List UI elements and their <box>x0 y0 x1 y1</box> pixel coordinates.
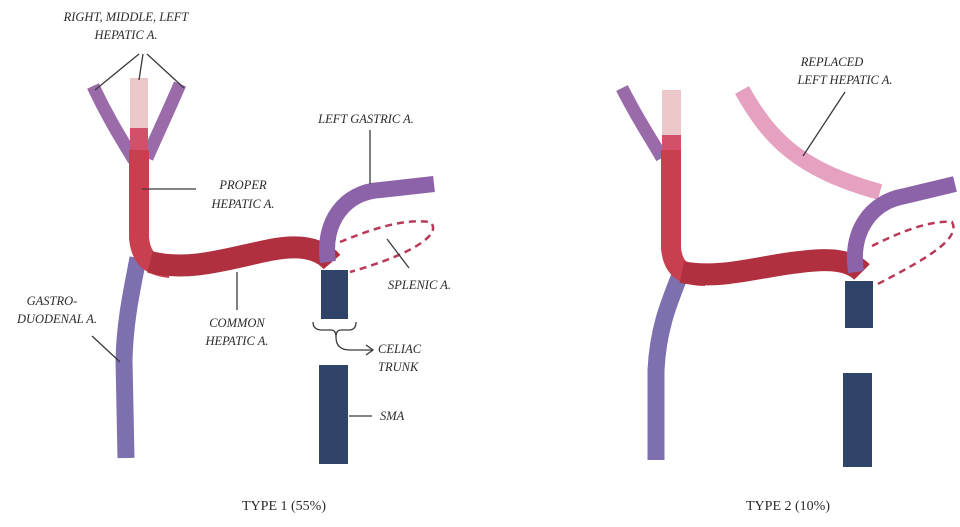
type1-right-hepatic-artery <box>93 86 134 160</box>
type1-splenic-artery <box>340 221 433 272</box>
type1-middle-hepatic-artery <box>130 78 148 133</box>
type1-label-gd-line2: DUODENAL A. <box>16 312 97 326</box>
type1-label-proper-line2: HEPATIC A. <box>211 197 275 211</box>
type1-label-common-line1: COMMON <box>209 316 265 330</box>
type1-label-celiac-line2: TRUNK <box>378 360 419 374</box>
type1-label-common-line2: HEPATIC A. <box>205 334 269 348</box>
type2-common-hepatic-artery <box>682 260 862 274</box>
type1-label-gd-line1: GASTRO- <box>27 294 78 308</box>
type1-left-hepatic-artery <box>147 84 180 158</box>
type1-common-hepatic-artery <box>150 247 332 265</box>
type1-label-rml-line1: RIGHT, MIDDLE, LEFT <box>63 10 190 24</box>
type2-splenic-artery <box>872 222 953 286</box>
type1-left-gastric-artery <box>327 184 434 262</box>
type1-label-splenic: SPLENIC A. <box>388 278 451 292</box>
type2-middle-hepatic-artery <box>662 90 681 140</box>
type1-gastroduodenal-artery <box>124 258 138 458</box>
type2-right-hepatic-artery <box>622 88 662 158</box>
type1-label-proper-line1: PROPER <box>218 178 267 192</box>
type1-pointer-middle <box>139 54 143 80</box>
type2-gastroduodenal-artery <box>656 275 680 460</box>
type2-celiac-trunk <box>845 281 873 328</box>
type1-sma <box>319 365 348 464</box>
type2-pointer-replaced <box>803 92 845 156</box>
type2-label-replaced-line2: LEFT HEPATIC A. <box>796 73 892 87</box>
type1-proper-hepatic-artery <box>139 150 170 268</box>
type1-celiac-arrow <box>336 337 372 350</box>
type1-pointer-left <box>147 54 184 88</box>
type2-sma <box>843 373 872 467</box>
type1-caption: TYPE 1 (55%) <box>242 499 326 514</box>
type2-group: REPLACED LEFT HEPATIC A. TYPE 2 (10%) <box>622 55 955 514</box>
type1-celiac-trunk <box>321 270 348 319</box>
type1-label-sma: SMA <box>380 409 405 423</box>
type2-proper-hepatic-artery <box>671 150 705 276</box>
type1-celiac-brace <box>313 322 356 337</box>
type1-group: RIGHT, MIDDLE, LEFT HEPATIC A. PROPER HE… <box>16 10 451 514</box>
type2-replaced-left-hepatic-artery <box>742 90 880 192</box>
type1-pointer-splenic <box>387 239 409 268</box>
type1-label-celiac-line1: CELIAC <box>378 342 422 356</box>
type1-label-rml-line2: HEPATIC A. <box>94 28 158 42</box>
type2-label-replaced-line1: REPLACED <box>800 55 864 69</box>
type1-pointer-gastroduodenal <box>92 336 120 362</box>
type2-caption: TYPE 2 (10%) <box>746 499 830 514</box>
type1-label-left-gastric: LEFT GASTRIC A. <box>317 112 414 126</box>
